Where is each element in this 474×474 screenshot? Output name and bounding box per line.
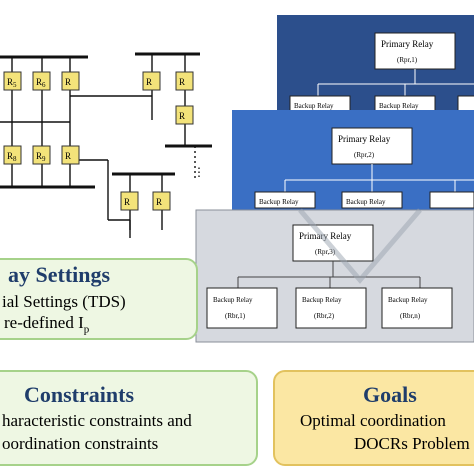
svg-text:(Rbr,n): (Rbr,n) bbox=[400, 312, 421, 320]
panel-middle: Primary Relay (Rpr,2) Backup Relay Backu… bbox=[232, 110, 474, 210]
svg-text:6: 6 bbox=[42, 81, 46, 89]
svg-text:Backup Relay: Backup Relay bbox=[294, 102, 334, 110]
svg-text:R: R bbox=[36, 77, 42, 87]
goals-title: Goals bbox=[363, 382, 417, 407]
svg-text:(Rpr,1): (Rpr,1) bbox=[397, 56, 418, 64]
svg-text:R: R bbox=[179, 111, 185, 121]
svg-text:5: 5 bbox=[13, 81, 17, 89]
svg-text:R: R bbox=[124, 197, 130, 207]
svg-text:(Rpr,3): (Rpr,3) bbox=[315, 248, 336, 256]
svg-text:R: R bbox=[36, 151, 42, 161]
svg-text:R: R bbox=[146, 77, 152, 87]
svg-text:R: R bbox=[179, 77, 185, 87]
relay-r-top-right-a: R bbox=[142, 71, 161, 91]
relay-r9: R 9 bbox=[32, 145, 51, 165]
svg-text:9: 9 bbox=[42, 155, 46, 163]
relay-r7: R bbox=[61, 71, 80, 91]
settings-title: ay Settings bbox=[8, 262, 111, 287]
goals-card bbox=[273, 370, 474, 466]
panel-back: Primary Relay (Rpr,1) Backup Relay Backu… bbox=[277, 15, 474, 125]
svg-text:Backup Relay: Backup Relay bbox=[388, 296, 428, 304]
settings-line-2: re-defined Ip bbox=[4, 313, 90, 336]
relay-r-bottom-b: R bbox=[152, 191, 171, 211]
network-schematic: R 5 R 6 R R R R R 8 bbox=[0, 52, 212, 238]
relay-r10: R bbox=[61, 145, 80, 165]
constraints-card bbox=[0, 370, 258, 466]
constraints-line-1: haracteristic constraints and bbox=[2, 411, 192, 430]
constraints-title: Constraints bbox=[24, 382, 135, 407]
relay-r5: R 5 bbox=[3, 71, 22, 91]
svg-text:R: R bbox=[65, 77, 71, 87]
relay-r6: R 6 bbox=[32, 71, 51, 91]
svg-text:Backup Relay: Backup Relay bbox=[259, 198, 299, 206]
relay-r-bottom-a: R bbox=[120, 191, 139, 211]
settings-line-1: ial Settings (TDS) bbox=[2, 292, 126, 311]
goals-line-2: DOCRs Problem bbox=[354, 434, 470, 453]
relay-r-mid-right: R bbox=[175, 105, 194, 125]
svg-text:Backup Relay: Backup Relay bbox=[379, 102, 419, 110]
svg-text:R: R bbox=[7, 151, 13, 161]
relay-r-top-right-b: R bbox=[175, 71, 194, 91]
svg-text:(Rpr,2): (Rpr,2) bbox=[354, 151, 375, 159]
svg-text:R: R bbox=[7, 77, 13, 87]
svg-text:Primary Relay: Primary Relay bbox=[338, 134, 391, 144]
chevron-watermark bbox=[298, 208, 422, 284]
continuation-dots: ⋮ bbox=[193, 165, 205, 179]
svg-text:Backup Relay: Backup Relay bbox=[346, 198, 386, 206]
panel-front: Primary Relay (Rpr,3) Backup Relay (Rbr,… bbox=[195, 209, 474, 343]
svg-text:Backup Relay: Backup Relay bbox=[213, 296, 253, 304]
constraints-line-2: oordination constraints bbox=[2, 434, 159, 453]
settings-card bbox=[0, 258, 198, 340]
svg-text:Primary Relay: Primary Relay bbox=[381, 39, 434, 49]
svg-text:(Rbr,2): (Rbr,2) bbox=[314, 312, 335, 320]
svg-text:R: R bbox=[156, 197, 162, 207]
svg-text:8: 8 bbox=[13, 155, 17, 163]
svg-text:(Rbr,1): (Rbr,1) bbox=[225, 312, 246, 320]
svg-text:R: R bbox=[65, 151, 71, 161]
svg-text:Backup Relay: Backup Relay bbox=[302, 296, 342, 304]
relay-r8: R 8 bbox=[3, 145, 22, 165]
goals-line-1: Optimal coordination bbox=[300, 411, 446, 430]
